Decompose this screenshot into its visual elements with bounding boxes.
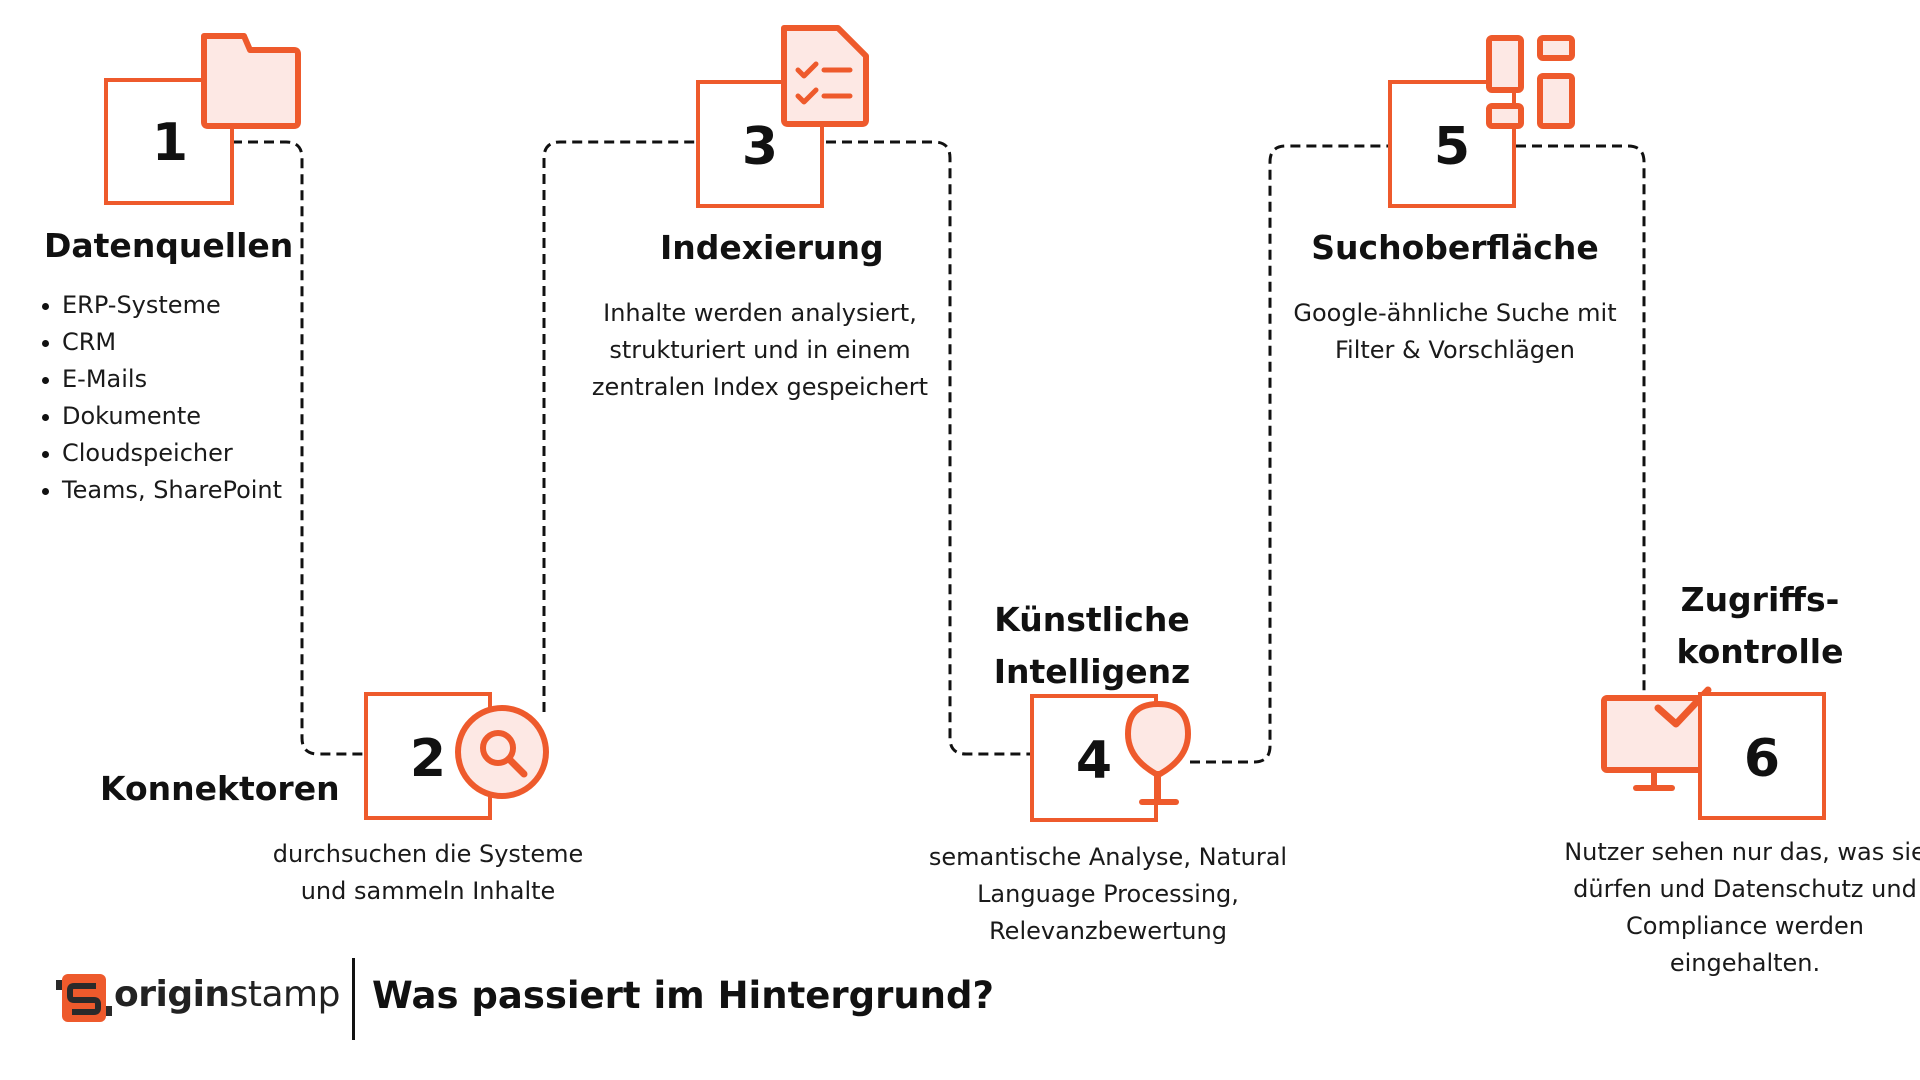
footer-divider (352, 958, 355, 1040)
description-line: zentralen Index gespeichert (591, 373, 929, 401)
step-3-description: Inhalte werden analysiert, strukturiert … (580, 295, 940, 406)
description-line: strukturiert und in einem (609, 336, 911, 364)
connector-3-4 (826, 140, 1032, 756)
connector-5-6 (1516, 144, 1646, 700)
step-3-title: Indexierung (660, 228, 884, 267)
brand-wordmark-regular: stamp (229, 974, 341, 1015)
title-line: Zugriffs- (1680, 580, 1840, 619)
step-6-description: Nutzer sehen nur das, was sie dürfen und… (1560, 834, 1920, 982)
connector-4-5 (1190, 144, 1392, 764)
step-1-graphic: 1 (104, 33, 301, 205)
step-2-number: 2 (410, 729, 446, 789)
brand-wordmark: originstamp (114, 974, 340, 1015)
list-item: E-Mails (40, 361, 282, 398)
list-item: Dokumente (40, 398, 282, 435)
description-line: semantische Analyse, Natural (928, 843, 1288, 871)
brand-wordmark-bold: origin (114, 974, 230, 1015)
description-line: durchsuchen die Systeme (272, 840, 584, 868)
list-item: Cloudspeicher (40, 435, 282, 472)
title-line: Künstliche (994, 600, 1190, 639)
step-6-number: 6 (1744, 729, 1780, 789)
step-4-graphic: 4 (1030, 694, 1191, 822)
step-5-title: Suchoberfläche (1311, 228, 1599, 267)
description-line: Google-ähnliche Suche mit (1293, 299, 1617, 327)
monitor-check-icon (1601, 686, 1712, 791)
list-item: Teams, SharePoint (40, 472, 282, 509)
checklist-document-icon (781, 25, 869, 127)
step-5-number: 5 (1434, 117, 1470, 177)
description-line: Inhalte werden analysiert, (603, 299, 917, 327)
magnifier-icon (455, 705, 549, 799)
list-item: ERP-Systeme (40, 287, 282, 324)
step-6-box (1698, 692, 1826, 820)
step-2-graphic: 2 (364, 692, 549, 820)
step-5-graphic: 5 (1388, 35, 1575, 208)
step-6-graphic: 6 (1601, 686, 1826, 820)
title-line: kontrolle (1676, 632, 1844, 671)
step-3-graphic: 3 (696, 25, 869, 208)
brand-logo-icon (56, 974, 112, 1022)
step-5-description: Google-ähnliche Suche mit Filter & Vorsc… (1275, 295, 1635, 369)
description-line: Filter & Vorschlägen (1334, 336, 1575, 364)
step-4-number: 4 (1076, 731, 1112, 791)
folder-icon (201, 33, 301, 129)
step-4-title: Künstliche Intelligenz (992, 594, 1192, 698)
step-1-number: 1 (152, 113, 188, 173)
step-6-title: Zugriffs- kontrolle (1660, 574, 1860, 678)
title-line: Intelligenz (993, 652, 1191, 691)
connector-2-3 (542, 140, 700, 712)
step-1-list: ERP-Systeme CRM E-Mails Dokumente Clouds… (40, 287, 282, 509)
step-1-title: Datenquellen (44, 226, 294, 265)
page-title: Was passiert im Hintergrund? (372, 974, 994, 1017)
step-2-title: Konnektoren (100, 769, 340, 808)
step-3-number: 3 (742, 117, 778, 177)
dashboard-layout-icon (1486, 35, 1575, 129)
description-line: Compliance werden (1626, 912, 1864, 940)
list-item: CRM (40, 324, 282, 361)
description-line: Relevanzbewertung (989, 917, 1227, 945)
description-line: Nutzer sehen nur das, was sie (1564, 838, 1920, 866)
description-line: eingehalten. (1669, 949, 1821, 977)
lightbulb-icon (1125, 701, 1191, 805)
step-5-box (1388, 80, 1516, 208)
connector-1-2 (232, 140, 366, 756)
description-line: dürfen und Datenschutz und (1573, 875, 1917, 903)
description-line: und sammeln Inhalte (300, 877, 556, 905)
description-line: Language Processing, (977, 880, 1239, 908)
step-2-description: durchsuchen die Systeme und sammeln Inha… (262, 836, 594, 910)
step-4-description: semantische Analyse, Natural Language Pr… (928, 839, 1288, 950)
